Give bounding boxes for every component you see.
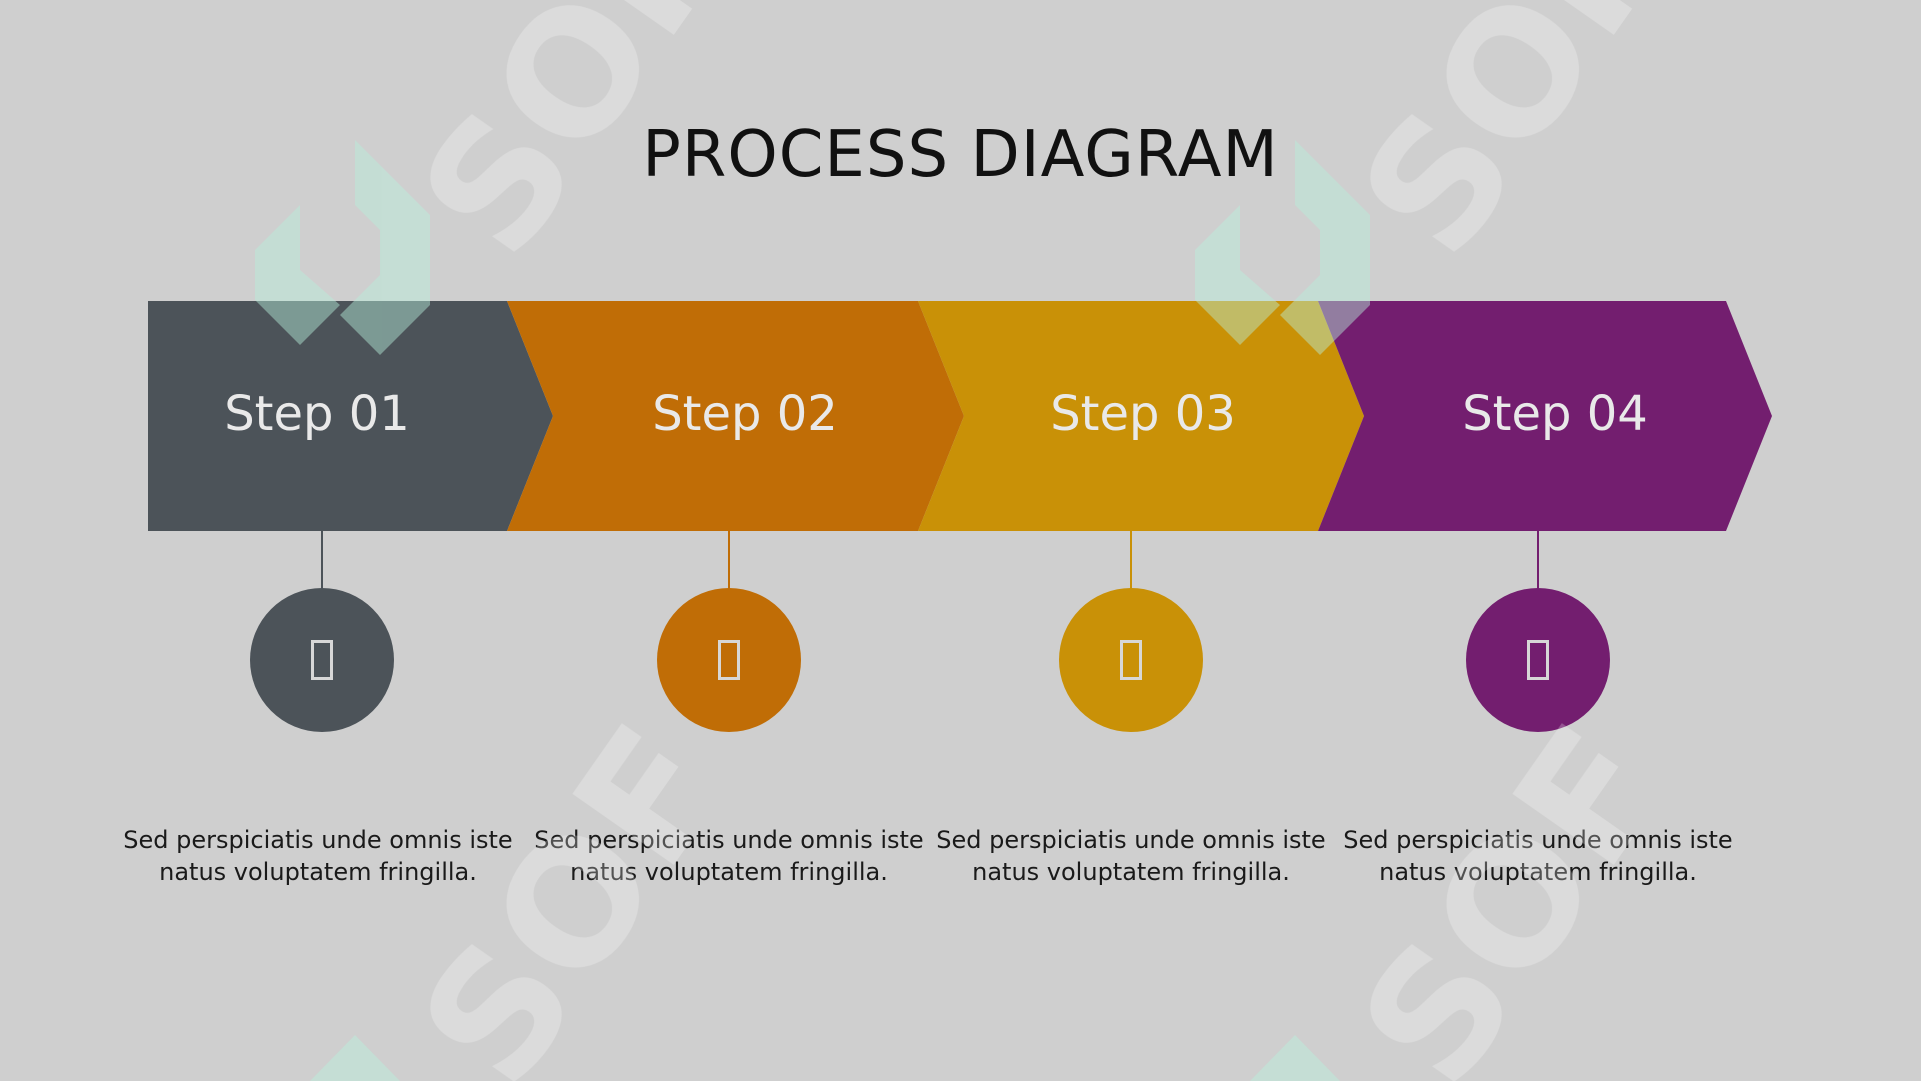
step-03-icon-circle — [1059, 588, 1203, 732]
step-03-arrow — [918, 301, 1364, 531]
step-03-description: Sed perspiciatis unde omnis iste natus v… — [936, 826, 1326, 886]
step-04-label: Step 04 — [1462, 386, 1648, 442]
step-04-icon-circle — [1466, 588, 1610, 732]
step-02-arrow — [507, 301, 964, 531]
step-01-arrow — [148, 301, 553, 531]
step-02-connector — [728, 531, 730, 589]
step-02-description: Sed perspiciatis unde omnis iste natus v… — [534, 826, 924, 886]
step-01-description: Sed perspiciatis unde omnis iste natus v… — [123, 826, 513, 886]
placeholder-icon — [1527, 640, 1549, 680]
step-04-description: Sed perspiciatis unde omnis iste natus v… — [1343, 826, 1733, 886]
placeholder-icon — [718, 640, 740, 680]
placeholder-icon — [311, 640, 333, 680]
step-02-label: Step 02 — [652, 386, 838, 442]
step-01-connector — [321, 531, 323, 589]
step-01-icon-circle — [250, 588, 394, 732]
step-03-connector — [1130, 531, 1132, 589]
step-02-icon-circle — [657, 588, 801, 732]
step-04-arrow — [1318, 301, 1772, 531]
step-03-label: Step 03 — [1050, 386, 1236, 442]
placeholder-icon — [1120, 640, 1142, 680]
page-title: PROCESS DIAGRAM — [642, 118, 1279, 192]
step-01-label: Step 01 — [224, 386, 410, 442]
step-04-connector — [1537, 531, 1539, 589]
